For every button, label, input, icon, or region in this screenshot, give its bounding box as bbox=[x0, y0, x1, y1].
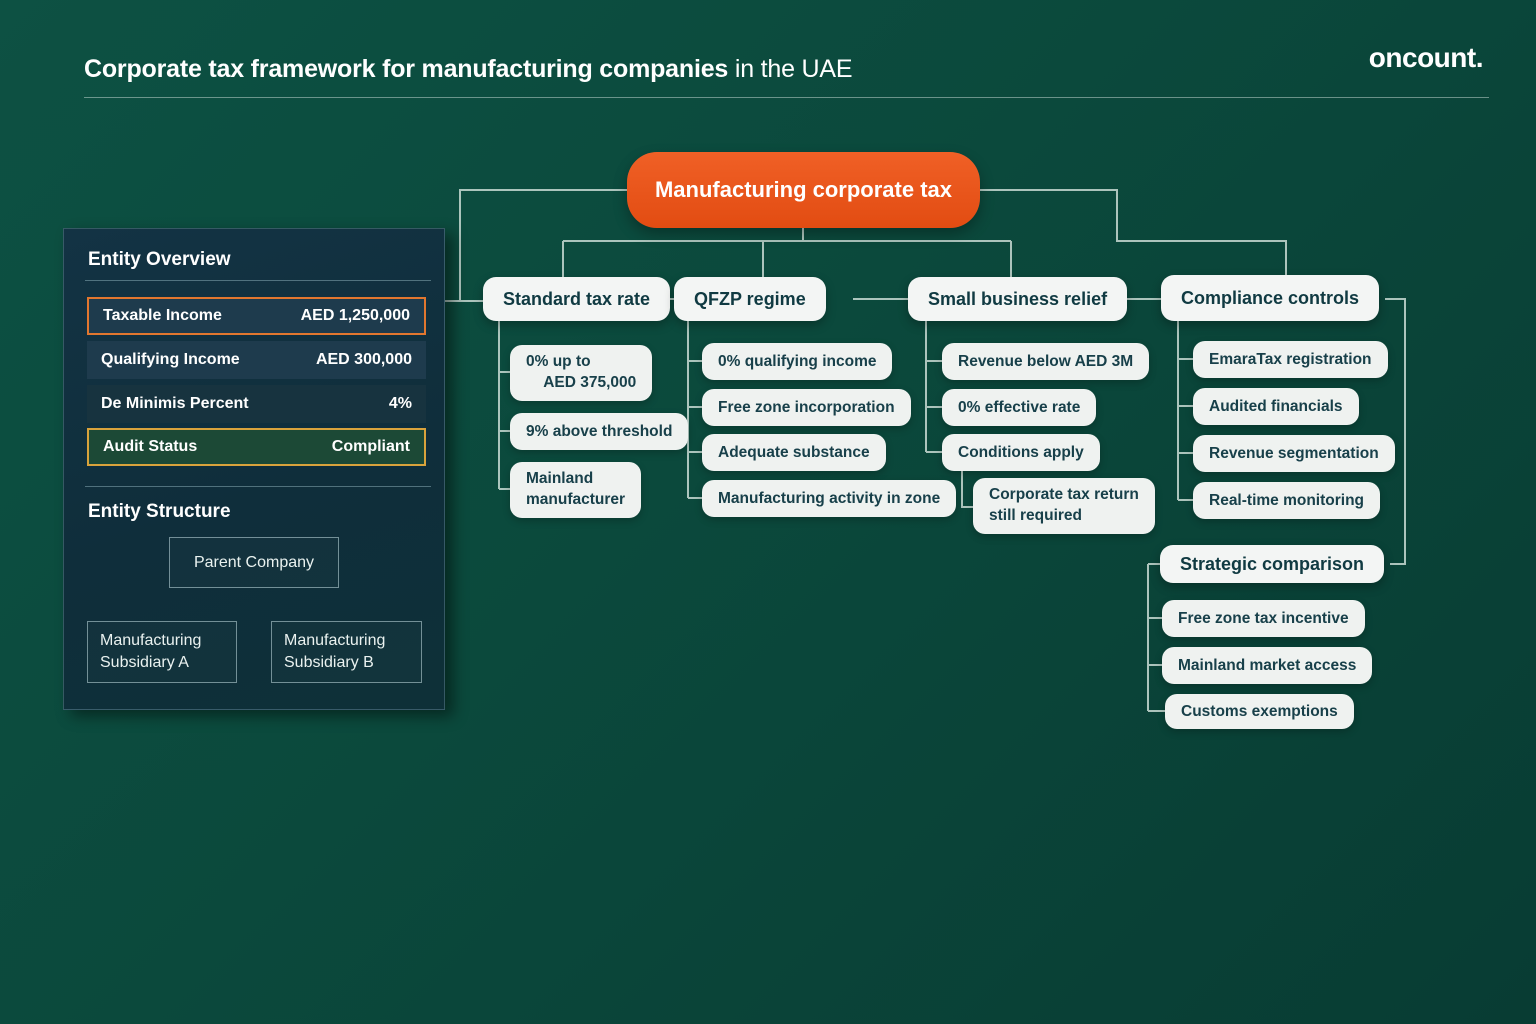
node-conditions-apply: Conditions apply bbox=[942, 434, 1100, 471]
node-adequate-substance: Adequate substance bbox=[702, 434, 886, 471]
stat-label: De Minimis Percent bbox=[101, 395, 249, 412]
title-underline bbox=[84, 97, 1489, 98]
status-badge: Compliant bbox=[331, 438, 410, 455]
node-free-zone-tax-incentive: Free zone tax incentive bbox=[1162, 600, 1365, 637]
node-nine-percent-above-threshold: 9% above threshold bbox=[510, 413, 689, 450]
stat-label: Audit Status bbox=[103, 438, 198, 455]
stat-label: Qualifying Income bbox=[101, 351, 240, 368]
node-tax-return-still-required: Corporate tax return still required bbox=[973, 478, 1155, 534]
node-customs-exemptions: Customs exemptions bbox=[1165, 694, 1354, 729]
node-emaratax-registration: EmaraTax registration bbox=[1193, 341, 1388, 378]
root-node-manufacturing-corporate-tax: Manufacturing corporate tax bbox=[627, 152, 980, 228]
node-zero-qualifying-income: 0% qualifying income bbox=[702, 343, 893, 380]
page-title: Corporate tax framework for manufacturin… bbox=[84, 55, 853, 84]
node-zero-effective-rate: 0% effective rate bbox=[942, 389, 1097, 426]
node-mainland-market-access: Mainland market access bbox=[1162, 647, 1373, 684]
branch-small-business-relief: Small business relief bbox=[908, 277, 1128, 321]
brand-logo: oncount. bbox=[1368, 42, 1484, 73]
entity-panel: Entity Overview Taxable Income AED 1,250… bbox=[63, 228, 445, 710]
node-revenue-segmentation: Revenue segmentation bbox=[1193, 435, 1395, 472]
node-revenue-below-3m: Revenue below AED 3M bbox=[942, 343, 1150, 380]
branch-qfzp-regime: QFZP regime bbox=[674, 277, 826, 321]
org-node-parent-company: Parent Company bbox=[169, 537, 339, 588]
stat-value: AED 1,250,000 bbox=[300, 307, 410, 324]
stat-row-taxable-income: Taxable Income AED 1,250,000 bbox=[87, 297, 426, 335]
panel-divider bbox=[85, 486, 431, 487]
node-real-time-monitoring: Real-time monitoring bbox=[1193, 482, 1381, 519]
page-title-bold: Corporate tax framework for manufacturin… bbox=[84, 55, 729, 83]
entity-overview-title: Entity Overview bbox=[88, 249, 231, 270]
stat-value: AED 300,000 bbox=[315, 351, 412, 368]
node-manufacturing-activity-in-zone: Manufacturing activity in zone bbox=[702, 480, 957, 517]
branch-standard-tax-rate: Standard tax rate bbox=[483, 277, 671, 321]
node-mainland-manufacturer: Mainland manufacturer bbox=[510, 462, 642, 518]
branch-compliance-controls: Compliance controls bbox=[1161, 275, 1380, 321]
org-node-subsidiary-b: Manufacturing Subsidiary B bbox=[271, 621, 422, 683]
branch-strategic-comparison: Strategic comparison bbox=[1160, 545, 1385, 583]
stat-row-de-minimis-percent: De Minimis Percent 4% bbox=[87, 385, 426, 423]
entity-structure-title: Entity Structure bbox=[88, 501, 231, 522]
node-free-zone-incorporation: Free zone incorporation bbox=[702, 389, 911, 426]
stat-value: 4% bbox=[388, 395, 412, 412]
panel-divider bbox=[85, 280, 431, 281]
node-zero-rate-threshold: 0% up to AED 375,000 bbox=[510, 345, 653, 401]
org-node-subsidiary-a: Manufacturing Subsidiary A bbox=[87, 621, 237, 683]
stat-row-qualifying-income: Qualifying Income AED 300,000 bbox=[87, 341, 426, 379]
stat-label: Taxable Income bbox=[103, 307, 222, 324]
stat-row-audit-status: Audit Status Compliant bbox=[87, 428, 426, 466]
page-title-regular: in the UAE bbox=[728, 55, 853, 83]
node-audited-financials: Audited financials bbox=[1193, 388, 1359, 425]
